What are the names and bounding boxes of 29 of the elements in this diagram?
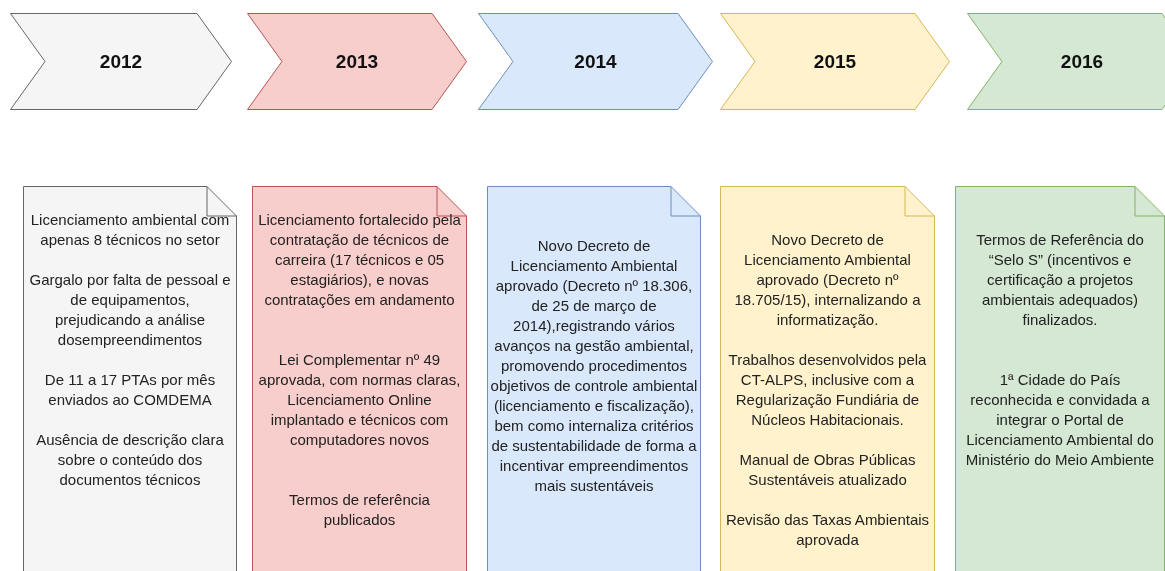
year-label: 2016 (1059, 50, 1105, 73)
document-card (487, 186, 701, 571)
document-card (252, 186, 467, 571)
milestone-text: Termos de referência publicados (288, 490, 431, 530)
year-label: 2012 (98, 50, 144, 73)
year-banner (720, 13, 950, 110)
year-banner (478, 13, 713, 110)
milestone-text: Trabalhos desenvolvidos pela CT-ALPS, inclusive com a Regularização Fundiária de Núcleos Habitacionais. (727, 350, 928, 430)
year-label: 2014 (573, 50, 618, 73)
milestone-text: Manual de Obras Públicas Sustentáveis atualizado (738, 450, 917, 490)
year-banner (247, 13, 467, 110)
milestone-text: De 11 a 17 PTAs por mês enviados ao COMDEMA (43, 370, 217, 410)
document-card (955, 186, 1165, 571)
milestone-text: Novo Decreto de Licenciamento Ambiental aprovado (Decreto nº 18.705/15), internalizando a informatização. (733, 230, 922, 330)
year-label: 2013 (334, 50, 380, 73)
milestone-text: Gargalo por falta de pessoal e de equipamentos, prejudicando a análise dosempreendimentos (28, 270, 232, 350)
year-banner (10, 13, 232, 110)
document-card (720, 186, 935, 571)
milestone-text: Lei Complementar nº 49 aprovada, com normas claras, Licenciamento Online implantado e técnicos com computadores novos (257, 350, 462, 450)
year-banner (967, 13, 1165, 110)
document-card (23, 186, 237, 571)
milestone-text: Licenciamento fortalecido pela contratação de técnicos de carreira (17 técnicos e 05 estagiários), e novas contratações em andamento (257, 210, 462, 310)
milestone-text: Termos de Referência do “Selo S” (incentivos e certificação a projetos ambientais adequados) finalizados. (975, 230, 1145, 330)
milestone-text: Ausência de descrição clara sobre o conteúdo dos documentos técnicos (35, 430, 225, 490)
milestone-text: Novo Decreto de Licenciamento Ambiental aprovado (Decreto nº 18.306, de 25 de março de 2014),registrando vários avanços na gestão ambiental, promovendo procedimentos objetivos de controle ambiental (licenciamento e fiscalização), bem como internaliza critérios de sustentabilidade de forma a incentivar empreendimentos mais sustentáveis (490, 236, 698, 496)
year-label: 2015 (812, 50, 858, 73)
milestone-text: 1ª Cidade do País reconhecida e convidada a integrar o Portal de Licenciamento Ambiental do Ministério do Meio Ambiente (964, 370, 1156, 470)
milestone-text: Revisão das Taxas Ambientais aprovada (724, 510, 931, 550)
milestone-text: Licenciamento ambiental com apenas 8 técnicos no setor (29, 210, 231, 250)
